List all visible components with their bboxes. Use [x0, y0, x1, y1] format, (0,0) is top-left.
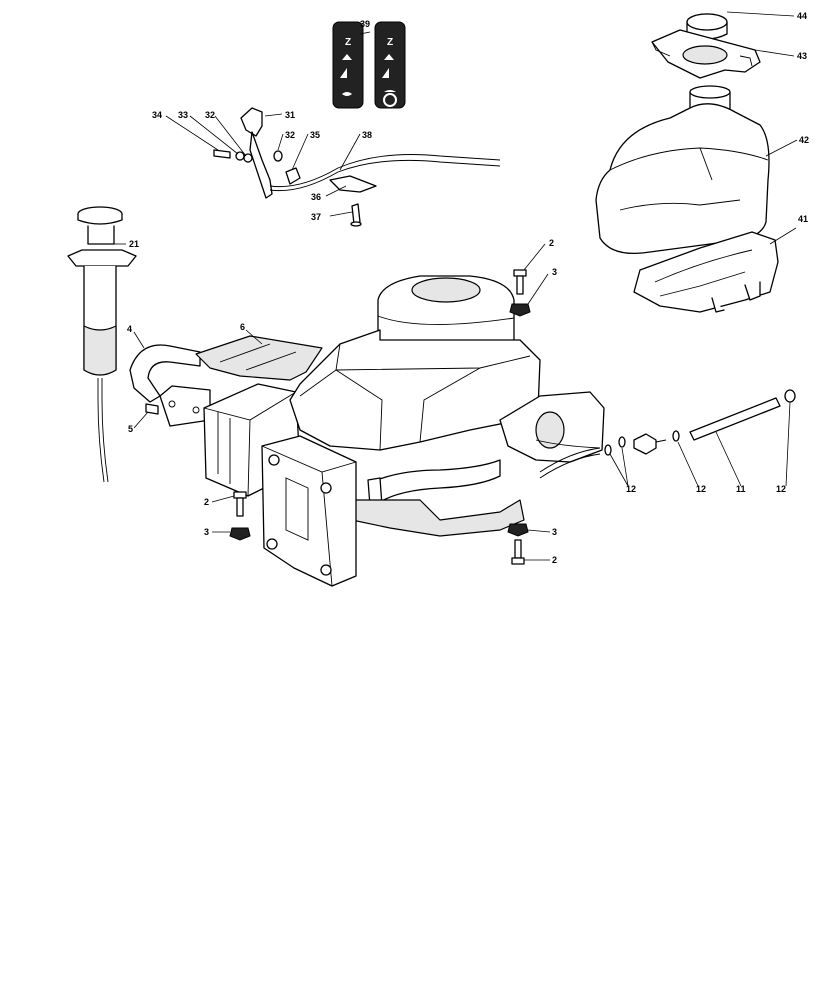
throttle-decals: Z Z — [332, 21, 406, 109]
callout-39: 39 — [360, 19, 370, 29]
fuel-tank — [595, 85, 770, 255]
exhaust-pipe — [129, 344, 211, 427]
tank-bracket — [651, 29, 761, 79]
callout-12-left: 12 — [626, 484, 636, 494]
leader-lines — [114, 11, 798, 561]
fuel-line-parts — [604, 389, 796, 456]
callout-35: 35 — [310, 130, 320, 140]
throttle-lever-assembly — [213, 107, 501, 227]
callout-31: 31 — [285, 110, 295, 120]
callout-41: 41 — [798, 214, 808, 224]
callout-42: 42 — [799, 135, 809, 145]
callout-44: 44 — [797, 11, 807, 21]
svg-text:Z: Z — [387, 37, 393, 48]
callout-3-top: 3 — [552, 267, 557, 277]
callout-12-middle: 12 — [696, 484, 706, 494]
callout-37: 37 — [311, 212, 321, 222]
callout-2-left: 2 — [204, 497, 209, 507]
callout-3-bottom: 3 — [552, 527, 557, 537]
callout-36: 36 — [311, 192, 321, 202]
svg-text:Z: Z — [345, 37, 351, 48]
callout-32-lower: 32 — [285, 130, 295, 140]
tank-tray — [633, 231, 779, 313]
engine-block — [261, 275, 605, 587]
callout-21: 21 — [129, 239, 139, 249]
callout-4: 4 — [127, 324, 132, 334]
callout-2-bottom: 2 — [552, 555, 557, 565]
callout-33: 33 — [178, 110, 188, 120]
callout-6: 6 — [240, 322, 245, 332]
callout-5: 5 — [128, 424, 133, 434]
callout-11: 11 — [736, 484, 746, 494]
callout-32-upper: 32 — [205, 110, 215, 120]
hardware — [229, 269, 531, 565]
callout-38: 38 — [362, 130, 372, 140]
primer-bulb — [67, 206, 137, 483]
callout-labels: 44 43 39 34 33 32 31 32 35 38 42 36 37 2… — [127, 11, 809, 565]
heat-shield — [195, 335, 323, 381]
callout-3-left: 3 — [204, 527, 209, 537]
callout-43: 43 — [797, 51, 807, 61]
callout-12-right: 12 — [776, 484, 786, 494]
callout-2-top: 2 — [549, 238, 554, 248]
callout-34: 34 — [152, 110, 162, 120]
